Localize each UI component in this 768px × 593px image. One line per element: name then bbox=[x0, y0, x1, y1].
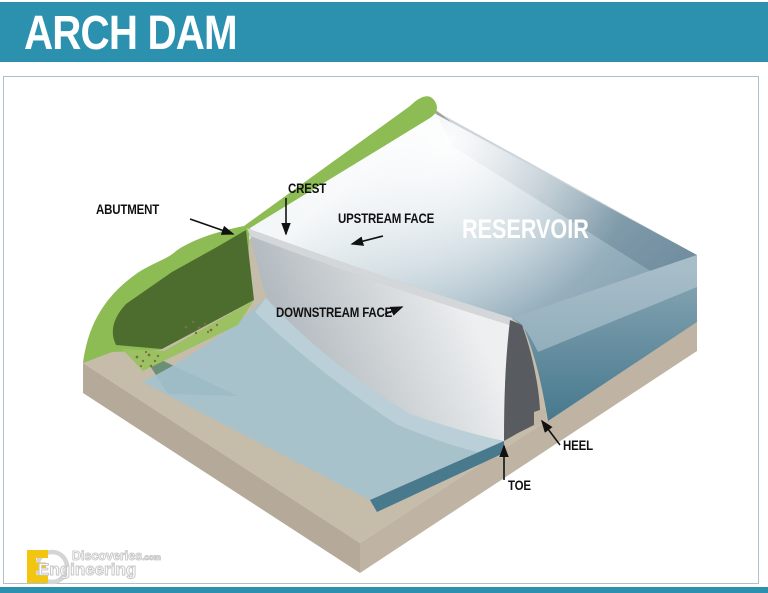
brand-engineering: Engineering bbox=[38, 560, 137, 580]
brand-discoveries: Discoveries.com bbox=[72, 549, 162, 564]
page-title: ARCH DAM bbox=[24, 7, 238, 60]
downstream-face-arrow bbox=[384, 306, 404, 316]
header-bar: ARCH DAM bbox=[0, 2, 768, 62]
dam-crest-strip bbox=[247, 228, 513, 326]
downstream-water-reflection bbox=[255, 298, 504, 458]
label-heel: HEEL bbox=[563, 437, 593, 453]
heel-arrow bbox=[541, 419, 561, 446]
brand-logo bbox=[27, 549, 70, 585]
dam-cross-section bbox=[504, 320, 540, 441]
label-downstream-face: DOWNSTREAM FACE bbox=[276, 304, 393, 320]
label-arrows bbox=[189, 198, 561, 480]
label-reservoir: RESERVOIR bbox=[462, 214, 589, 244]
abutment-hill-shadow-slope bbox=[112, 230, 254, 349]
ground-base-side-left bbox=[83, 363, 360, 573]
shore-band bbox=[122, 300, 254, 371]
reservoir-cut-face-highlight bbox=[512, 255, 697, 352]
brand-discoveries-text: Discoveries bbox=[72, 549, 143, 564]
abutment-arrow bbox=[189, 218, 235, 235]
logo-monogram-e bbox=[27, 550, 48, 583]
footer-strip bbox=[0, 587, 768, 593]
talus-dots bbox=[135, 320, 219, 368]
downstream-water-surface bbox=[142, 298, 504, 500]
label-toe: TOE bbox=[508, 477, 531, 493]
upstream-face-arrow bbox=[350, 235, 384, 246]
dam-downstream-face bbox=[250, 236, 513, 441]
downstream-water-cut-face bbox=[370, 441, 504, 512]
label-abutment: ABUTMENT bbox=[96, 201, 160, 217]
reservoir-cut-face bbox=[512, 255, 697, 421]
brand-domain-suffix: .com bbox=[142, 553, 161, 563]
label-crest: CREST bbox=[288, 180, 327, 196]
ground-base-side-right bbox=[360, 322, 697, 573]
label-upstream-face: UPSTREAM FACE bbox=[338, 210, 435, 226]
